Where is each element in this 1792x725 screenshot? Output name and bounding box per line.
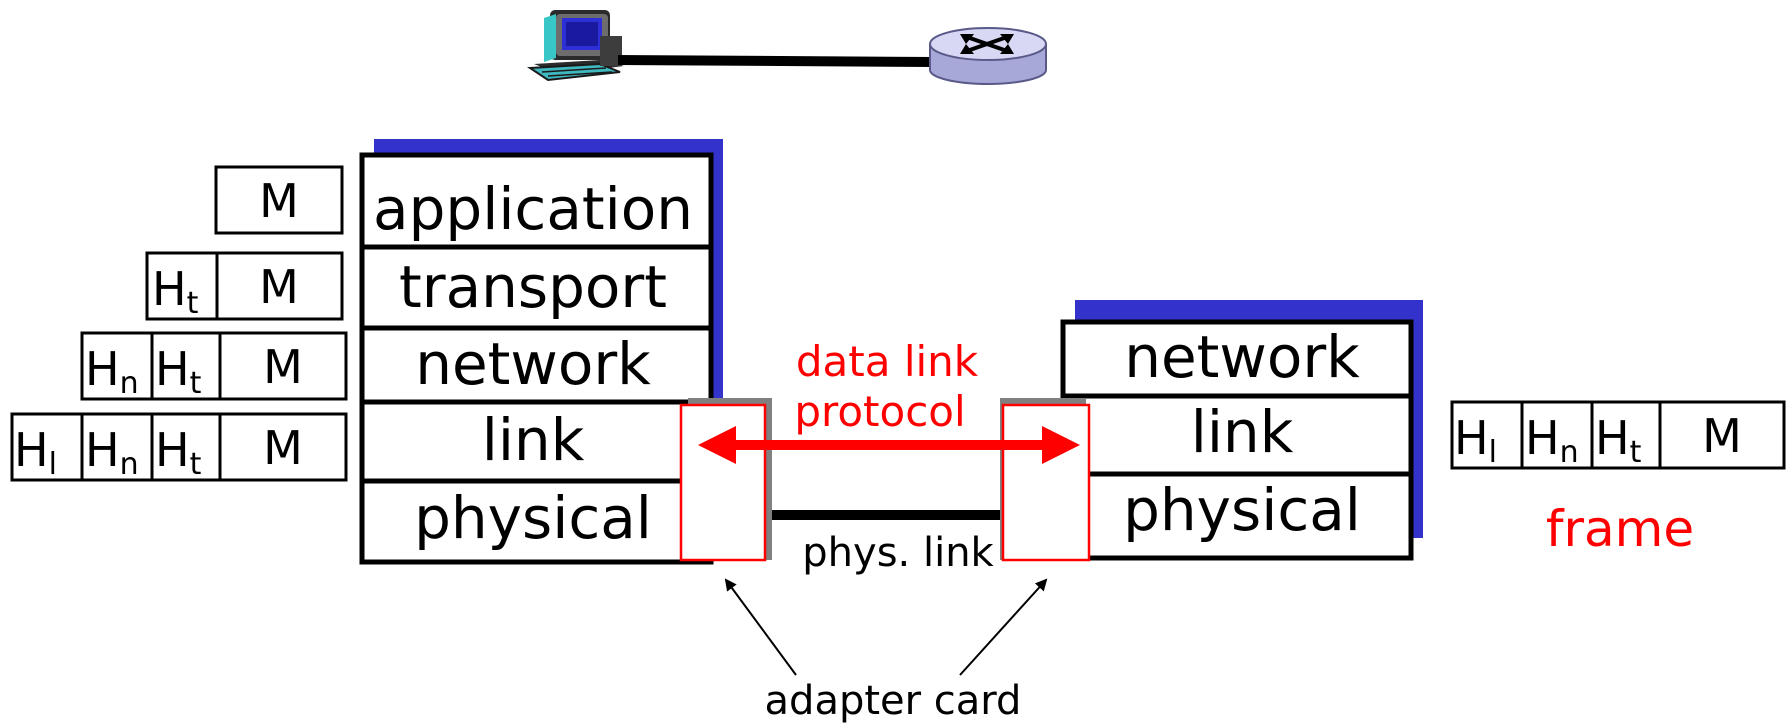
frame-label: frame xyxy=(1546,500,1694,558)
encapsulation-transport xyxy=(145,251,344,321)
link-transport-header-Ht: Ht xyxy=(155,423,202,482)
host-protocol-stack: application transport network link physi… xyxy=(359,139,723,565)
network-header-Hn: Hn xyxy=(85,342,139,401)
transport-header-Ht: Ht xyxy=(152,262,199,321)
desktop-computer-icon xyxy=(526,10,624,82)
frame-link-header-Hl: Hl xyxy=(1454,411,1497,470)
data-link-protocol-label-line1: data link xyxy=(796,337,979,386)
router-layer-physical: physical xyxy=(1123,476,1361,544)
frame-network-header-Hn: Hn xyxy=(1525,411,1579,470)
router-layer-network: network xyxy=(1124,323,1360,391)
router-adapter-card xyxy=(1000,398,1091,562)
router-layer-link: link xyxy=(1191,398,1294,466)
app-message: M xyxy=(259,174,299,228)
host-layer-link: link xyxy=(482,406,585,474)
encapsulation-network xyxy=(80,331,348,401)
host-layer-transport: transport xyxy=(399,253,667,321)
router-icon xyxy=(929,27,1047,85)
host-layer-physical: physical xyxy=(414,484,652,552)
host-router-link xyxy=(617,55,935,67)
link-header-Hl: Hl xyxy=(14,423,57,482)
network-message: M xyxy=(263,340,303,394)
encapsulation-link xyxy=(10,412,348,482)
adapter-card-pointer-right xyxy=(959,578,1048,676)
frame-boxes xyxy=(1450,400,1786,470)
link-network-header-Hn: Hn xyxy=(85,423,139,482)
encapsulation-application xyxy=(214,165,344,235)
link-message: M xyxy=(263,421,303,475)
network-transport-header-Ht: Ht xyxy=(155,342,202,401)
adapter-card-label: adapter card xyxy=(765,678,1022,724)
router-protocol-stack: network link physical xyxy=(1060,300,1423,561)
frame-message: M xyxy=(1702,409,1742,463)
host-layer-network: network xyxy=(415,330,651,398)
data-link-protocol-label-line2: protocol xyxy=(794,387,965,436)
host-layer-application: application xyxy=(373,175,693,243)
phys-link-label: phys. link xyxy=(802,530,994,576)
host-adapter-card xyxy=(679,398,772,562)
data-link-protocol-arrow xyxy=(698,426,1080,464)
frame-transport-header-Ht: Ht xyxy=(1595,411,1642,470)
transport-message: M xyxy=(259,260,299,314)
adapter-card-pointer-left xyxy=(724,578,797,676)
